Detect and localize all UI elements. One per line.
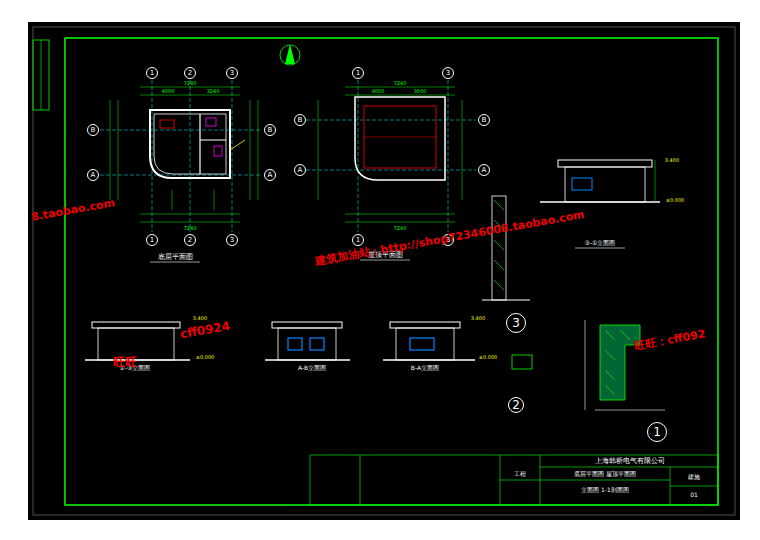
elevation-mark: ±0.000	[479, 355, 498, 360]
detail-callout: 2	[508, 397, 524, 413]
axis-number: 3	[512, 317, 520, 329]
axis-bubble: B	[87, 124, 99, 136]
title-cell: 立面图 1-1剖面图	[581, 487, 629, 493]
elevation-mark: 3.400	[665, 158, 679, 163]
dimension: 7240	[394, 81, 407, 86]
axis-bubble: A	[264, 169, 276, 181]
dimension: 7240	[184, 81, 197, 86]
axis-bubble: B	[294, 114, 306, 126]
axis-number: 3	[446, 70, 450, 77]
axis-number: 3	[230, 70, 234, 77]
elevation-mark: 3.400	[193, 316, 207, 321]
dimension: 7240	[394, 226, 407, 231]
axis-number: 1	[356, 70, 360, 77]
axis-bubble: A	[294, 164, 306, 176]
axis-bubble: 1	[352, 67, 364, 79]
watermark: 旺旺	[113, 356, 137, 368]
drawing-title: A-B立面图	[298, 365, 326, 371]
axis-number: 1	[653, 426, 661, 438]
axis-bubble: 1	[352, 234, 364, 246]
axis-number: B	[268, 127, 273, 134]
axis-bubble: 3	[442, 67, 454, 79]
company-name: 上海韩桥电气有限公司	[595, 458, 665, 465]
axis-number: 2	[512, 399, 520, 411]
axis-number: 2	[188, 70, 192, 77]
axis-bubble: A	[87, 169, 99, 181]
axis-number: A	[91, 172, 96, 179]
axis-number: A	[482, 167, 487, 174]
drawing-title: ③-①立面图	[585, 240, 616, 246]
axis-number: B	[298, 117, 303, 124]
axis-number: 1	[356, 237, 360, 244]
axis-bubble: A	[478, 164, 490, 176]
dimension: 3240	[207, 89, 220, 94]
title-cell: 工程	[514, 471, 526, 477]
dimension: 4000	[162, 89, 175, 94]
axis-number: A	[298, 167, 303, 174]
dimension: 3000	[414, 89, 427, 94]
detail-callout: 1	[647, 422, 667, 442]
title-cell: 01	[690, 492, 698, 498]
axis-number: 1	[150, 70, 154, 77]
title-cell: 建施	[688, 474, 700, 480]
axis-number: 1	[150, 237, 154, 244]
dimension: 4000	[372, 89, 385, 94]
drawing-title: B-A立面图	[411, 365, 439, 371]
axis-bubble: 2	[184, 67, 196, 79]
axis-number: B	[482, 117, 487, 124]
elevation-mark: ±0.000	[196, 355, 215, 360]
axis-number: 2	[188, 237, 192, 244]
dimension: 7240	[184, 226, 197, 231]
elevation-mark: ±0.000	[666, 198, 685, 203]
axis-bubble: 2	[184, 234, 196, 246]
axis-number: 3	[230, 237, 234, 244]
axis-number: A	[268, 172, 273, 179]
drawing-title: 底层平面图	[158, 254, 193, 261]
axis-bubble: 3	[226, 234, 238, 246]
axis-bubble: B	[478, 114, 490, 126]
title-cell: 底层平面图 屋顶平面图	[574, 471, 636, 477]
axis-number: B	[91, 127, 96, 134]
axis-bubble: B	[264, 124, 276, 136]
axis-bubble: 1	[146, 67, 158, 79]
axis-bubble: 3	[226, 67, 238, 79]
axis-bubble: 1	[146, 234, 158, 246]
elevation-mark: 3.400	[471, 316, 485, 321]
detail-callout: 3	[506, 313, 526, 333]
